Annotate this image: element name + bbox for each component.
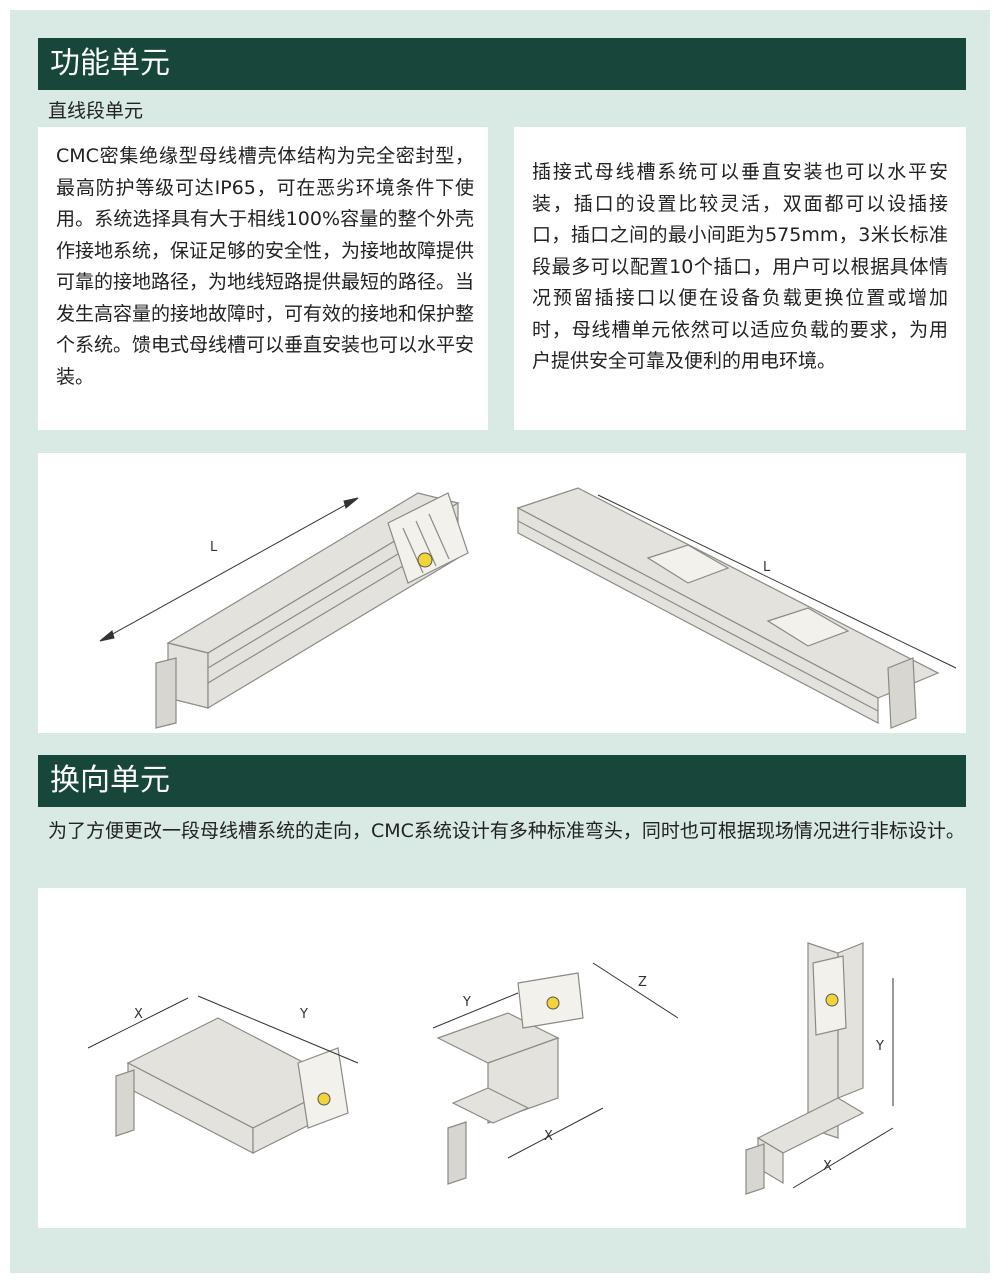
page: 功能单元 直线段单元 CMC密集绝缘型母线槽壳体结构为完全密封型，最高防护等级可…: [10, 10, 990, 1273]
elbow2-label-icon: [546, 996, 560, 1010]
elbow2-z-label: Z: [638, 975, 647, 990]
elbow1-x-label: X: [134, 1007, 143, 1022]
paragraph-plugin: 插接式母线槽系统可以垂直安装也可以水平安装，插口的设置比较灵活，双面都可以设插接…: [532, 161, 948, 372]
elbow-figures: X Y Y Z X: [87, 942, 894, 1195]
elbow1-y-label: Y: [299, 1007, 308, 1022]
elbow2-y-label: Y: [462, 995, 471, 1010]
warning-label-icon: [417, 552, 433, 568]
dimension-line-left: [99, 497, 359, 642]
straight-busway-figure: L L: [99, 487, 957, 729]
section-title-direction-unit: 换向单元: [38, 755, 966, 807]
elbow3-y-label: Y: [875, 1039, 884, 1054]
elbow3-label-icon: [825, 993, 839, 1007]
offset-elbow: [436, 972, 584, 1185]
vertical-elbow: [745, 942, 865, 1195]
subsection-title-straight: 直线段单元: [48, 100, 144, 122]
paragraph-elbows: 为了方便更改一段母线槽系统的走向，CMC系统设计有多种标准弯头，同时也可根据现场…: [48, 820, 965, 842]
figure-card-straight: L L: [38, 453, 966, 733]
text-card-left: CMC密集绝缘型母线槽壳体结构为完全密封型，最高防护等级可达IP65，可在恶劣环…: [38, 127, 488, 430]
dimension-label-left: L: [210, 540, 218, 555]
feeder-terminal: [155, 657, 177, 729]
elbow1-label-icon: [317, 1092, 331, 1106]
elbow3-x-label: X: [823, 1159, 832, 1174]
dimension-line-right: [597, 494, 957, 669]
plug-outlet-2: [766, 607, 850, 647]
elbow2-x-label: X: [544, 1129, 553, 1144]
dimension-label-right: L: [763, 560, 771, 575]
figure-card-elbows: X Y Y Z X: [38, 888, 966, 1228]
text-card-right: 插接式母线槽系统可以垂直安装也可以水平安装，插口的设置比较灵活，双面都可以设插接…: [514, 127, 966, 430]
section-title-functional-unit: 功能单元: [38, 38, 966, 90]
plug-outlet-1: [646, 544, 730, 584]
flat-elbow: [115, 1017, 349, 1154]
paragraph-feeder: CMC密集绝缘型母线槽壳体结构为完全密封型，最高防护等级可达IP65，可在恶劣环…: [56, 145, 475, 388]
plugin-duct-top: [516, 487, 940, 699]
